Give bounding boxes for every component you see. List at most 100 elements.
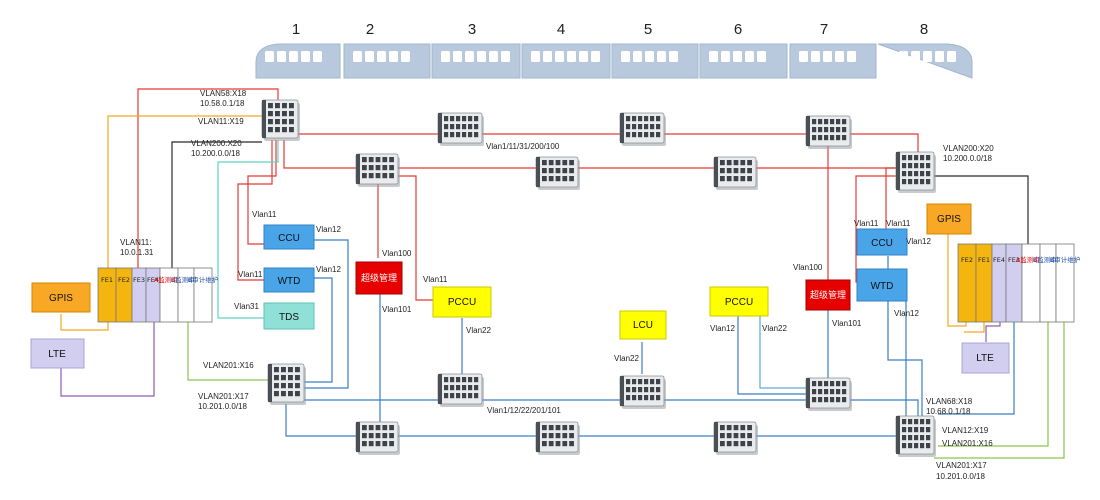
right-fe4[interactable]: FE4	[991, 243, 1007, 323]
wtd-left[interactable]: WTD	[263, 267, 315, 293]
label-net-10-201-left: 10.201.0.0/18	[198, 402, 247, 411]
label-vlan200-x20-right: VLAN200:X20	[943, 144, 994, 153]
left-b-audit-maint[interactable]: B审计维护	[188, 267, 218, 323]
switch-car5-bottom[interactable]	[619, 375, 666, 409]
right-fe2-label: FE2	[961, 256, 973, 264]
left-a-monitor-label: A监测审计	[154, 275, 185, 284]
switch-car4-bottom[interactable]	[535, 421, 580, 455]
gpis-right-label: GPIS	[937, 214, 961, 225]
green-right-a	[938, 322, 1049, 447]
connection-lines	[60, 88, 1065, 459]
switch-car2-top[interactable]	[355, 153, 400, 187]
switch-car6-bottom[interactable]	[713, 421, 758, 455]
label-vlan31-tds: Vlan31	[234, 302, 259, 311]
car-number-5: 5	[644, 21, 652, 38]
lte-left-label: LTE	[48, 349, 66, 360]
blue-ccu-right	[887, 256, 923, 420]
ccu-left-label: CCU	[278, 233, 300, 244]
right-fe1[interactable]: FE1	[975, 243, 993, 323]
pccu-left-label: PCCU	[448, 297, 476, 308]
car-numbers: 1 2 3 4 5 6 7 8	[292, 21, 928, 38]
lcu[interactable]: LCU	[619, 310, 667, 340]
gpis-right[interactable]: GPIS	[926, 203, 972, 235]
right-b-monitor-label: B监测审计	[1033, 255, 1064, 264]
purple-right	[985, 322, 1001, 342]
label-vlan101-left: Vlan101	[382, 305, 412, 314]
wtd-right[interactable]: WTD	[856, 268, 908, 302]
ccu-right[interactable]: CCU	[856, 228, 908, 256]
left-fe1-label: FE1	[101, 276, 113, 284]
switch-car1-top[interactable]	[261, 99, 300, 141]
car-number-8: 8	[920, 21, 928, 38]
blue-ccu-to-sw	[302, 239, 349, 389]
tds-left[interactable]: TDS	[263, 302, 315, 330]
left-fe3[interactable]: FE3	[131, 267, 147, 323]
right-b-audit-maint[interactable]: B审计维护	[1050, 243, 1080, 323]
pccu-right[interactable]: PCCU	[709, 286, 769, 317]
tds-left-label: TDS	[279, 312, 299, 323]
train-car-1	[255, 43, 341, 79]
car-number-6: 6	[734, 21, 742, 38]
lcu-label: LCU	[633, 320, 653, 331]
left-fe1[interactable]: FE1	[97, 267, 117, 323]
switch-car8-bottom[interactable]	[895, 415, 936, 457]
red-to-ccu	[247, 140, 277, 245]
left-fe3-label: FE3	[133, 276, 145, 284]
lte-left[interactable]: LTE	[30, 338, 85, 369]
label-vlan12-ccu-right: Vlan12	[906, 237, 931, 246]
switch-car7-top[interactable]	[805, 115, 852, 149]
train-car-4	[521, 43, 611, 79]
superior-mgmt-left-label: 超级管理	[361, 272, 397, 284]
switch-car7-bottom[interactable]	[805, 377, 852, 411]
label-vlan11-ccu-left: Vlan11	[252, 210, 277, 219]
switch-car3-top[interactable]	[437, 112, 484, 146]
switch-car3-bottom[interactable]	[437, 373, 484, 407]
label-vlan68-x18: VLAN68:X18	[926, 397, 973, 406]
orange-right-fe	[964, 322, 985, 333]
label-net-10-200-right: 10.200.0.0/18	[943, 154, 992, 163]
switch-car5-top[interactable]	[619, 112, 666, 146]
label-vlan201-x17-left: VLAN201:X17	[198, 392, 249, 401]
gpis-left-label: GPIS	[49, 293, 73, 304]
left-b-audit-maint-label: B审计维护	[188, 275, 218, 284]
train-car-7	[789, 43, 877, 79]
label-vlan12-wtd-right: Vlan12	[894, 309, 919, 318]
label-vlan12-ccu-left: Vlan12	[316, 225, 341, 234]
train-car-8	[877, 43, 973, 79]
gpis-left[interactable]: GPIS	[31, 282, 91, 313]
lte-right-label: LTE	[976, 353, 994, 364]
ccu-left[interactable]: CCU	[263, 224, 315, 250]
superior-mgmt-left[interactable]: 超级管理	[355, 261, 403, 295]
label-vlan22-pccu: Vlan22	[466, 326, 491, 335]
train-car-6	[699, 43, 788, 79]
car-number-4: 4	[557, 21, 565, 38]
right-fe4-label: FE4	[993, 256, 1005, 264]
left-fe2-label: FE2	[118, 276, 130, 284]
switch-car1-bottom[interactable]	[267, 363, 306, 405]
left-fe2[interactable]: FE2	[115, 267, 133, 323]
label-vlan11-right-b: Vlan11	[886, 219, 911, 228]
teal-left-uplink	[217, 140, 279, 319]
vlan-labels: VLAN58:X18 10.58.0.1/18 VLAN11:X19 VLAN2…	[120, 89, 994, 481]
label-net-10-201-right: 10.201.0.0/18	[936, 472, 985, 481]
label-vlan101-right: Vlan101	[832, 319, 862, 328]
switch-car8-top[interactable]	[895, 151, 936, 193]
right-fe3[interactable]: FE3	[1005, 243, 1023, 323]
ring-red-top	[298, 133, 919, 160]
red-to-wtd	[237, 140, 273, 281]
switch-car2-bottom[interactable]	[355, 421, 400, 455]
pccu-left[interactable]: PCCU	[432, 286, 492, 318]
superior-mgmt-right[interactable]: 超级管理	[805, 279, 851, 311]
orange-left-uplink	[107, 115, 262, 268]
right-fe3-label: FE3	[1008, 256, 1020, 264]
right-fe2[interactable]: FE2	[957, 243, 977, 323]
switch-car4-top[interactable]	[535, 156, 580, 190]
label-vlan12-pccu-right: Vlan12	[710, 324, 735, 333]
label-net-10-58: 10.58.0.1/18	[200, 99, 245, 108]
label-vlan200-x20-left: VLAN200:X20	[191, 139, 242, 148]
lte-right[interactable]: LTE	[961, 342, 1010, 374]
label-vlan11-pccu: Vlan11	[423, 275, 448, 284]
right-a-monitor-label: A监测审计	[1016, 255, 1047, 264]
ring-blue-bottom	[285, 404, 905, 437]
switch-car6-top[interactable]	[713, 156, 758, 190]
